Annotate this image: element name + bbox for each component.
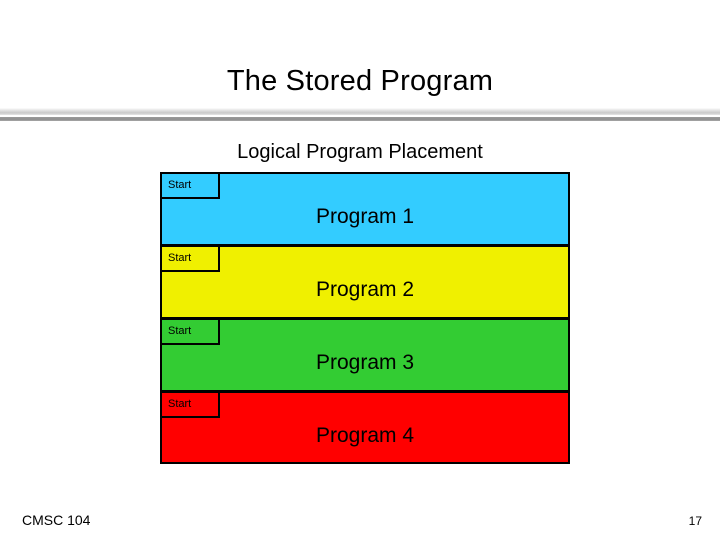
program-block: Start Program 1 — [160, 172, 570, 245]
start-marker-box: Start — [162, 320, 220, 345]
program-block: Start Program 4 — [160, 391, 570, 464]
start-marker-label: Start — [168, 398, 192, 410]
start-marker-label: Start — [168, 252, 192, 264]
page-title: The Stored Program — [226, 65, 494, 97]
footer-course-label: CMSC 104 — [22, 512, 91, 528]
start-marker-box: Start — [162, 247, 220, 272]
divider-dark-bar — [0, 117, 720, 121]
program-block-label: Program 4 — [315, 423, 415, 447]
start-marker-box: Start — [162, 174, 220, 199]
footer-page-number: 17 — [688, 514, 702, 528]
memory-map-diagram: Start Program 1 Start Program 2 Start Pr… — [160, 172, 570, 464]
program-block-label: Program 3 — [315, 351, 415, 374]
program-block-label: Program 2 — [315, 278, 415, 301]
program-block: Start Program 3 — [160, 318, 570, 391]
divider-light-bar — [0, 108, 720, 115]
program-block-label: Program 1 — [315, 205, 415, 228]
subtitle: Logical Program Placement — [237, 141, 483, 163]
start-marker-box: Start — [162, 393, 220, 418]
start-marker-label: Start — [168, 179, 192, 191]
program-block: Start Program 2 — [160, 245, 570, 318]
start-marker-label: Start — [168, 325, 192, 337]
title-divider — [0, 108, 720, 122]
